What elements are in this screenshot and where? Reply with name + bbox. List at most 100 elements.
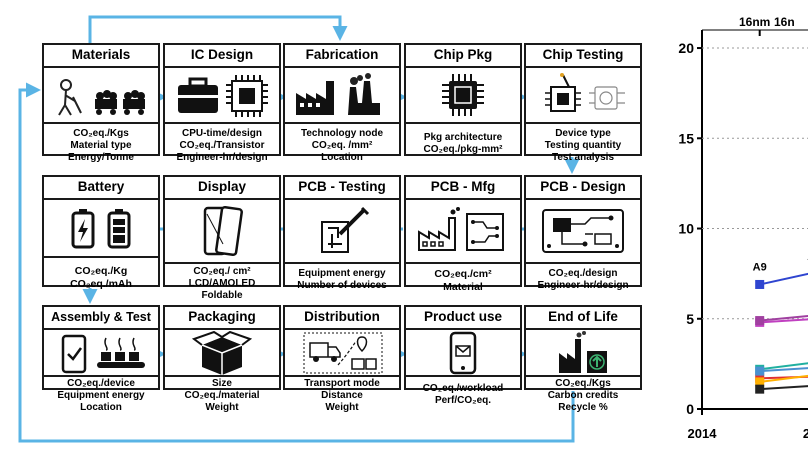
stage-chip-pkg: Chip Pkg Pkg architecture CO₂eq./pkg-mm² [404, 43, 522, 156]
metric: CO₂eq./pkg-mm² [423, 144, 503, 155]
mining-icon [44, 68, 158, 124]
data-point [755, 316, 765, 326]
metric: Material type [70, 140, 132, 151]
stage-title: Chip Testing [526, 45, 640, 68]
chip-icon [406, 68, 520, 124]
metric: Recycle % [558, 402, 608, 413]
stage-title: Packaging [165, 307, 279, 330]
metric: Foldable [201, 290, 243, 301]
metric: Distance [321, 390, 363, 401]
pcb-probe-icon [285, 200, 399, 264]
stage-end-of-life: End of Life CO₂eq./Kgs Carbon credits Re… [524, 305, 642, 413]
metric: CO₂eq./Transistor [179, 140, 265, 151]
data-point [755, 279, 765, 289]
y-tick-label: 10 [678, 221, 694, 237]
delivery-truck-icon [285, 330, 399, 377]
phone-conveyor-icon [44, 330, 158, 377]
metric: CO₂eq./Kg [74, 265, 128, 277]
metric: CO₂eq./device [67, 378, 135, 389]
stage-ic-design: IC Design CPU-time/design CO₂eq./Transis… [163, 43, 281, 163]
stage-title: Distribution [285, 307, 399, 330]
metric: CO₂eq. /mm² [311, 140, 373, 151]
recycle-factory-icon [526, 330, 640, 377]
y-tick-label: 5 [686, 311, 694, 327]
metric: Number of devices [297, 280, 387, 291]
battery-icon [44, 200, 158, 258]
metric: Size [211, 378, 232, 389]
stage-title: Materials [44, 45, 158, 68]
stage-title: Chip Pkg [406, 45, 520, 68]
metric: CO₂eq./design [548, 268, 618, 279]
embodied-carbon-chart: 051015202014201616nm16nA9A10 [678, 15, 808, 441]
metric: Weight [325, 402, 359, 413]
series-line [759, 272, 808, 286]
metric: Material [443, 281, 483, 293]
briefcase-chip-icon [165, 68, 279, 124]
metric: LCD/AMOLED [188, 278, 256, 289]
y-tick-label: 0 [686, 401, 694, 417]
metric: CO₂eq./cm² [434, 268, 492, 280]
metric: Equipment energy [298, 268, 386, 279]
stage-pcb-design: PCB - Design CO₂eq./design Engineer-hr/d… [524, 175, 642, 291]
series-line [759, 375, 808, 380]
stage-title: PCB - Mfg [406, 177, 520, 200]
x-tick-label: 2014 [688, 426, 718, 441]
metric: Carbon credits [547, 390, 619, 401]
series-line [759, 374, 808, 383]
metric: Location [321, 152, 363, 163]
metric: CO₂eq./ cm² [193, 266, 251, 277]
box-icon [165, 330, 279, 377]
stage-title: Assembly & Test [44, 307, 158, 330]
metric: Engineer-hr/design [537, 280, 629, 291]
metric: Engineer-hr/design [176, 152, 268, 163]
stage-materials: Materials CO₂eq./Kgs Material type Energ… [42, 43, 160, 163]
x-tick-label: 2016 [803, 426, 808, 441]
factory-pcb-icon [406, 200, 520, 264]
stage-title: PCB - Testing [285, 177, 399, 200]
metric: CO₂eq./material [184, 390, 260, 401]
top-node-label: 16n [774, 15, 795, 29]
metric: Weight [205, 402, 239, 413]
stage-title: Fabrication [285, 45, 399, 68]
metric: Device type [555, 128, 611, 139]
stage-title: Display [165, 177, 279, 200]
series-line [759, 385, 808, 391]
metric: CO₂eq./Kgs [555, 378, 611, 389]
data-point [755, 384, 765, 394]
metric: Energy/Tonne [68, 152, 134, 163]
metric: CPU-time/design [181, 128, 262, 139]
y-tick-label: 15 [678, 130, 694, 146]
y-tick-label: 20 [678, 40, 694, 56]
stage-battery: Battery CO₂eq./Kg CO₂eq./mAh [42, 175, 160, 290]
series-line [759, 318, 808, 324]
metric: CO₂eq./mAh [70, 278, 132, 290]
metric: Location [80, 402, 122, 413]
top-node-label: 16nm [739, 15, 770, 29]
arrow-loop-bottom [18, 82, 575, 443]
metric: CO₂eq./Kgs [73, 128, 129, 139]
metric: Technology node [300, 128, 384, 139]
chip-probe-icon [526, 68, 640, 124]
point-label: A9 [753, 261, 767, 273]
factory-icon [285, 68, 399, 124]
stage-display: Display CO₂eq./ cm² LCD/AMOLED Foldable [163, 175, 281, 301]
stage-title: Product use [406, 307, 520, 330]
circuit-board-icon [526, 200, 640, 264]
phone-mail-icon [406, 330, 520, 377]
stage-pcb-testing: PCB - Testing Equipment energy Number of… [283, 175, 401, 291]
stage-title: Battery [44, 177, 158, 200]
metric: Testing quantity [544, 140, 622, 151]
series-line [759, 362, 808, 371]
metric: Perf/CO₂eq. [434, 395, 492, 406]
metric: Equipment energy [57, 390, 145, 401]
metric: Transport mode [304, 378, 380, 389]
stage-chip-testing: Chip Testing Device type Testing quantit… [524, 43, 642, 163]
stage-title: PCB - Design [526, 177, 640, 200]
stage-title: End of Life [526, 307, 640, 330]
stage-distribution: Distribution Transport mode Distance Wei… [283, 305, 401, 413]
stage-packaging: Packaging Size CO₂eq./material Weight [163, 305, 281, 413]
arrow-loop-top [88, 15, 348, 43]
metric: CO₂eq./workload [422, 383, 504, 394]
foldable-phone-icon [165, 200, 279, 264]
stage-fabrication: Fabrication Technology node CO₂eq. /mm² … [283, 43, 401, 163]
